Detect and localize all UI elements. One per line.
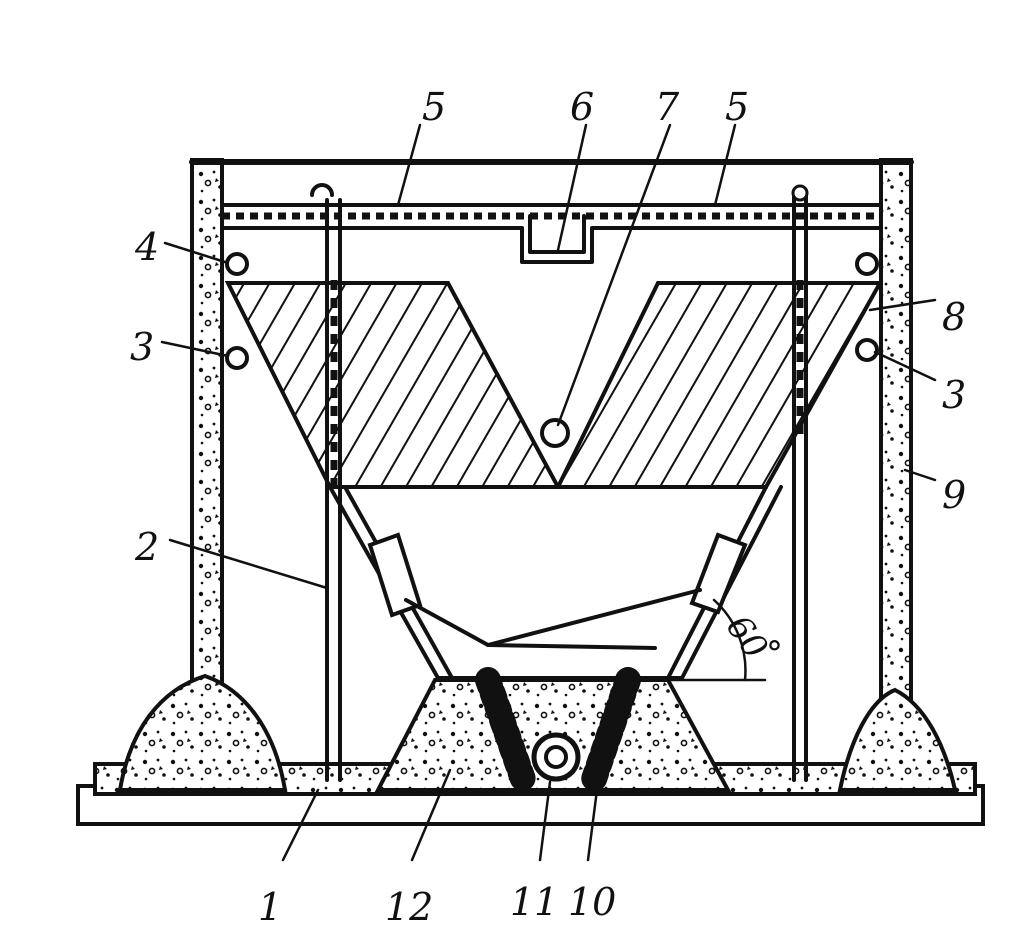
label-5-left: 5 bbox=[422, 85, 446, 129]
sludge-line bbox=[404, 588, 702, 647]
label-3-right: 3 bbox=[942, 373, 966, 417]
label-8: 8 bbox=[942, 295, 966, 339]
label-7: 7 bbox=[655, 85, 680, 129]
pipe-3-right bbox=[855, 338, 879, 362]
plate-right bbox=[689, 532, 748, 615]
label-5-right: 5 bbox=[725, 85, 749, 129]
label-9: 9 bbox=[942, 473, 966, 517]
duct-bottom-line bbox=[220, 226, 882, 264]
label-4: 4 bbox=[134, 225, 159, 269]
hatched-bay-right bbox=[554, 281, 884, 489]
label-10: 10 bbox=[568, 880, 616, 924]
drain-pipe-inner bbox=[544, 745, 568, 769]
pipe-7-center bbox=[540, 418, 570, 448]
label-2: 2 bbox=[134, 525, 159, 569]
pipe-4-left bbox=[225, 252, 249, 276]
label-12: 12 bbox=[385, 885, 433, 929]
right-footing bbox=[837, 687, 958, 792]
left-footing bbox=[117, 673, 288, 792]
right-wall bbox=[879, 158, 913, 772]
pipe-3-left bbox=[225, 346, 249, 370]
hatched-bay-left bbox=[224, 281, 562, 489]
rod-left-hook bbox=[310, 183, 334, 197]
plate-left bbox=[367, 532, 423, 618]
label-3-left: 3 bbox=[130, 325, 154, 369]
label-11: 11 bbox=[510, 880, 558, 924]
angle-arc bbox=[712, 598, 747, 682]
label-6: 6 bbox=[570, 85, 594, 129]
channel-band-right bbox=[579, 667, 641, 798]
sludge-base-line bbox=[486, 643, 657, 650]
pipe-4-right bbox=[855, 252, 879, 276]
leader-lines bbox=[160, 123, 937, 862]
angle-degree: ° bbox=[766, 634, 783, 674]
label-1: 1 bbox=[258, 885, 282, 929]
trough-gutter bbox=[528, 214, 586, 254]
channel-band-left bbox=[475, 667, 538, 798]
rod-right-eye bbox=[791, 184, 809, 202]
